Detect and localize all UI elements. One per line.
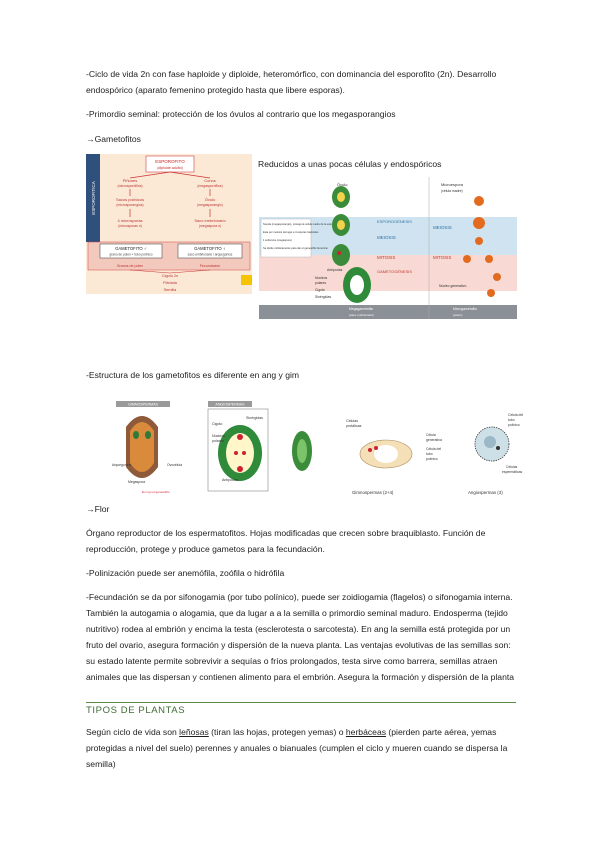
fig3-ovocelula: Ovocélula [167,463,182,467]
fig4-tubo3-ang: polínico [508,423,520,427]
tipos-lenosas: leñosas [179,727,209,737]
paragraph-flor: Órgano reproductor de los espermatofitos… [86,528,486,554]
fig2-microespora-sub: (célula madre) [441,189,463,193]
fig2-note-3: 1 sobrevive (megaspora) [263,238,292,242]
fig2-microgametofito-sub: (polen) [453,313,462,317]
fig4-generativa: Célula [426,433,436,437]
fig2-sinergidas: Sinérgidas [315,295,331,299]
fig1-side-label: ESPOROFITICA [91,181,96,215]
fig4-tubo: Célula del [426,447,441,451]
fig1-r3: Saco embrionario [194,218,226,223]
fig4-tubo3: polínico [426,457,438,461]
fig1-r3b: (megaspora n) [199,224,221,228]
heading-gametofitos: →Gametofitos [86,134,141,144]
fig2-note-2: Esta por meiosis da lugar a 4 esporas ha… [263,230,319,234]
fig1-top2: (diploide adulto) [157,166,183,170]
fig4-protalicas: protálicas [346,424,362,428]
fig1-box-right-sub: saco embrionario / arquegonios [188,253,233,257]
fig4-tubo-ang: Célula del [508,413,523,417]
fig1-m1: Granos de polen [117,264,144,268]
fig2-meiosis-left: MEIOSIS [377,235,396,240]
fig2-esporogenesis: ESPOROGÉNESIS [377,219,412,224]
fig1-top: ESPOROFITO [155,159,185,164]
fig3-antipodas: Antípodas [222,478,238,482]
paragraph-life-cycle: -Ciclo de vida 2n con fase haploide y di… [86,69,497,95]
fig2-cigoto: Cigoto [315,288,325,292]
fig2-nucleo-generativo: Núcleo generativo [439,284,466,288]
fig1-m2: Fecundación [200,264,221,268]
fig2-note-4: Se divide mitóticamente para dar el game… [263,246,328,250]
fig4-generativa2: generativa [426,438,442,442]
fig2-megagametofito-sub: (saco embrionario) [349,313,374,317]
fig1-l3: 4 microsporas [117,218,142,223]
heading-flor: →Flor [86,504,110,514]
fig2-megagametofito: Megagametofito [349,307,373,311]
fig2-meiosis-right: MEIOSIS [433,225,452,230]
fig1-r1b: (megasporófilos) [197,184,222,188]
paragraph-gametofitos-structure: -Estructura de los gametofitos es difere… [86,370,300,380]
fig4-gim-label: Gimnospermas (2+4) [352,490,394,495]
fig2-nucleos: Núcleos [315,276,328,280]
fig1-r2: Óvulo [205,197,216,202]
figure-gametogenesis-diagram: Nucela (megasporangio), protege la célul… [259,177,517,319]
fig1-m5: Semilla [164,288,177,292]
fig2-ovulo: Óvulo [337,182,348,187]
fig3-ang-label: ANGIOSPERMAS [215,403,245,407]
tipos-herbaceas: herbáceas [345,727,387,737]
fig3-note: En rojo el gametofito [142,490,170,494]
figure-pollen-grains: Células protálicas Célula generativa Cél… [342,410,528,500]
fig4-espermaticas2: espermáticas [502,470,522,474]
fig2-polares: polares [315,281,326,285]
fig2-note-1: Nucela (megasporangio), protege la célul… [263,222,336,226]
fig3-gim-label: GIMNOSPERMAS [128,403,158,407]
fig2-mitosis-left: MITOSIS [377,255,395,260]
fig3-megaspora: Megaspora [128,480,145,484]
fig2-microgametofito: Microgametofito [453,307,477,311]
fig2-microespora: Microespora [441,182,464,187]
fig1-l2b: (microsporangios) [116,203,143,207]
fig1-l3b: (microsporas n) [118,224,142,228]
fig2-gametogenesis: GAMETOGÉNESIS [377,269,412,274]
fig4-ang-label: Angiospermas (3) [468,490,503,495]
figure-gametophyte-structure: GIMNOSPERMAS Arquegonios Ovocélula Megas… [112,397,334,497]
fig3-polares: polares [212,439,224,443]
fig1-m3: Cigoto 2n [162,274,178,278]
fig2-antipodas: Antípodas [327,268,343,272]
figure-life-cycle-diagram: ESPOROFITICA ESPOROFITO (diploide adulto… [86,154,252,294]
section-heading-tipos: TIPOS DE PLANTAS [86,705,186,716]
paragraph-tipos-plantas: Según ciclo de vida son leñosas (tiran l… [86,724,516,772]
section-divider [86,702,516,703]
paragraph-fecundacion: -Fecundación se da por sifonogamia (por … [86,592,515,682]
fig1-l1b: (microsporófilos) [117,184,142,188]
fig1-r2b: (megasporangio) [197,203,223,207]
fig4-espermaticas: Células [506,465,518,469]
tipos-text-2: (tiran las hojas, protegen yemas) o [208,727,346,737]
fig3-cigoto: Cigoto [212,422,222,426]
fig1-box-left-sub: grano de polen + tubo polínico [110,253,153,257]
fig1-box-left: GAMETOFITO ♂ [115,246,147,251]
paragraph-gametofitos-reduced: Reducidos a unas pocas células y endospó… [258,159,442,169]
fig1-box-right: GAMETOFITO ♀ [194,246,226,251]
fig2-mitosis-right: MITOSIS [433,255,451,260]
tipos-text-1: Según ciclo de vida son [86,727,180,737]
paragraph-polinizacion: -Polinización puede ser anemófila, zoófi… [86,568,285,578]
fig1-m4: Plántula [163,281,178,285]
fig4-tubo2: tubo [426,452,433,456]
fig3-sinergidas: Sinérgidas [246,416,263,420]
tipos-text-3: (pierden parte aérea, yemas protegidas a… [86,727,508,769]
fig1-l1: Piñones [123,178,137,183]
fig4-celulas: Células [346,419,358,423]
fig1-l2: Sacos polínicos [116,197,144,202]
fig3-nucleos: Núcleos [212,434,225,438]
fig1-r1: Conos [204,178,216,183]
fig3-arquegonios: Arquegonios [112,463,131,467]
paragraph-seminal-primordium: -Primordio seminal: protección de los óv… [86,109,396,119]
fig4-tubo2-ang: tubo [508,418,515,422]
